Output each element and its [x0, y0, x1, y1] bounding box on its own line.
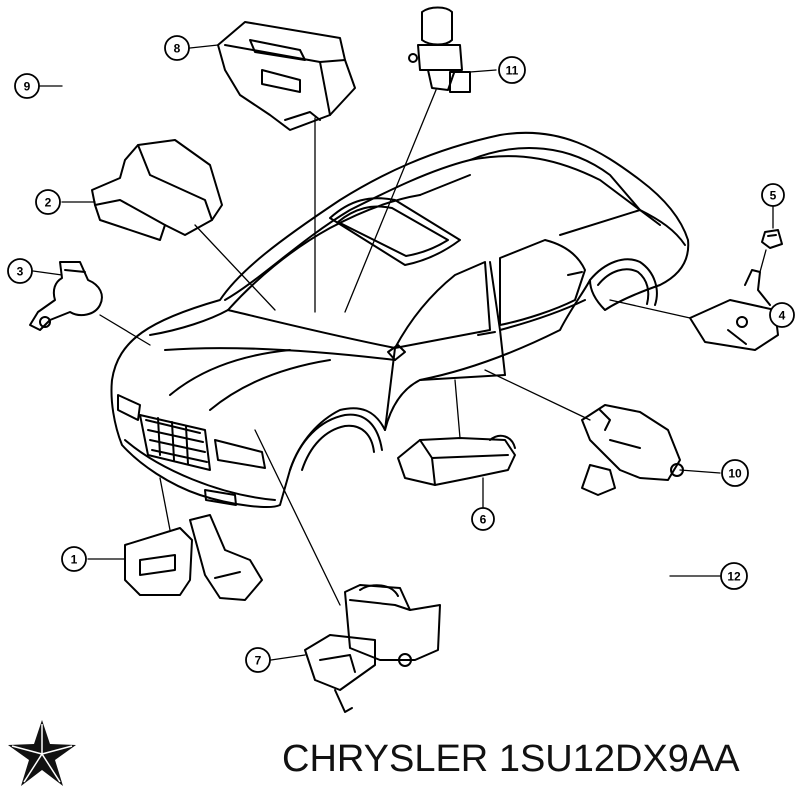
callout-7: 7	[245, 647, 271, 673]
callout-number: 4	[779, 309, 786, 323]
callout-number: 1	[71, 553, 78, 567]
component-2-sensor	[91, 139, 223, 241]
component-1-sensor	[124, 514, 263, 601]
part-label: CHRYSLER 1SU12DX9AA	[282, 738, 740, 781]
component-5-nut	[761, 229, 783, 249]
car-illustration	[110, 131, 690, 508]
callout-number: 7	[255, 654, 262, 668]
component-8-module	[217, 21, 356, 131]
callout-number: 6	[480, 513, 487, 527]
callout-2: 2	[35, 189, 61, 215]
callout-8: 8	[164, 35, 190, 61]
callout-12: 12	[720, 562, 748, 590]
brand-name: CHRYSLER	[282, 738, 489, 780]
chrysler-pentastar-icon	[8, 720, 76, 786]
callout-number: 3	[17, 265, 24, 279]
part-number: 1SU12DX9AA	[498, 738, 740, 780]
callout-10: 10	[721, 459, 749, 487]
callout-number: 5	[770, 189, 777, 203]
leader-lines	[32, 44, 778, 661]
component-4-tpms	[689, 269, 779, 351]
callouts: 1 2 3 4 5 6 7 8	[7, 35, 795, 673]
component-7-camera	[304, 584, 441, 713]
callout-6: 6	[471, 507, 495, 531]
callout-4: 4	[769, 302, 795, 328]
component-10-sensor	[581, 404, 684, 496]
callout-5: 5	[761, 183, 785, 207]
component-11-sensor	[408, 6, 471, 93]
callout-1: 1	[61, 546, 87, 572]
callout-number: 2	[45, 196, 52, 210]
callout-number: 8	[174, 42, 181, 56]
callout-number: 11	[506, 64, 519, 78]
component-3-sensor	[29, 261, 103, 331]
callout-number: 10	[728, 467, 742, 481]
callout-3: 3	[7, 258, 33, 284]
component-6-module	[397, 434, 516, 486]
callout-9: 9	[14, 73, 40, 99]
callout-number: 12	[727, 570, 741, 584]
callout-11: 11	[498, 56, 526, 84]
callout-number: 9	[24, 80, 31, 94]
